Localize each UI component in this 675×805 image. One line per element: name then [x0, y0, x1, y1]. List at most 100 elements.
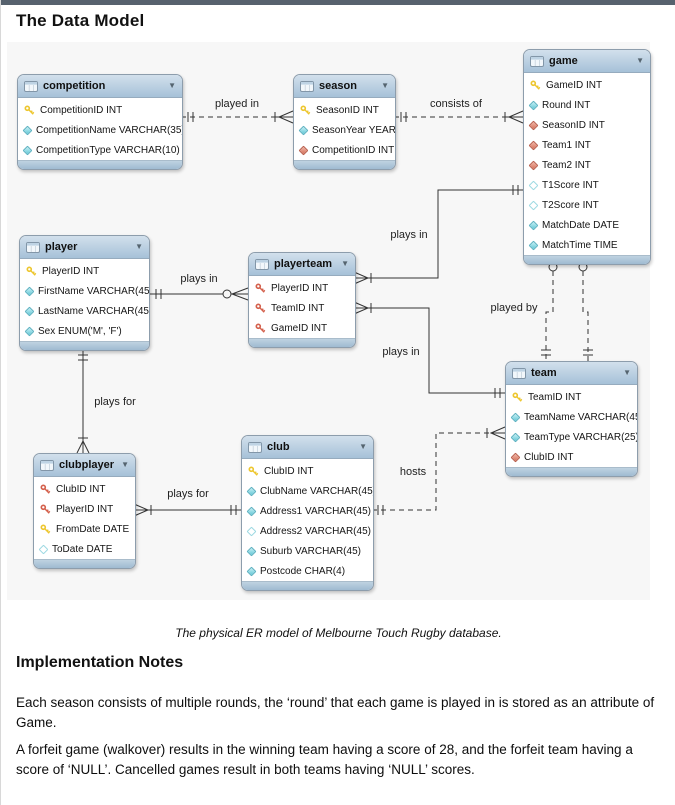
table-footer — [242, 581, 373, 590]
table-name: clubplayer — [59, 459, 115, 471]
field-icon-diamond — [528, 220, 539, 230]
field-text: MatchTime TIME — [542, 239, 618, 251]
field-text: TeamID INT — [271, 302, 325, 314]
table-footer — [294, 160, 395, 169]
relationship-label-plays-in-player-playerteam: plays in — [180, 273, 218, 285]
field-row: CompetitionID INT — [18, 100, 182, 120]
field-icon-diamond-hollow — [528, 180, 539, 190]
table-header: clubplayer ▼ — [34, 454, 135, 477]
field-row: Suburb VARCHAR(45) — [242, 541, 373, 561]
field-icon-diamond — [22, 125, 33, 135]
field-icon-diamond — [24, 326, 35, 336]
field-text: ClubID INT — [56, 483, 106, 495]
field-icon-diamond-fk — [528, 160, 539, 170]
field-text: Round INT — [542, 99, 591, 111]
field-text: CompetitionType VARCHAR(10) — [36, 144, 180, 156]
field-icon-diamond — [298, 125, 309, 135]
relationship-label-hosts: hosts — [399, 466, 427, 478]
table-name: game — [549, 55, 578, 67]
field-icon-key — [40, 503, 51, 514]
figure-caption: The physical ER model of Melbourne Touch… — [175, 626, 502, 640]
collapse-arrow-icon: ▼ — [623, 368, 631, 377]
table-name: player — [45, 241, 78, 253]
field-text: T2Score INT — [542, 199, 599, 211]
field-text: FromDate DATE — [56, 523, 130, 535]
collapse-arrow-icon: ▼ — [121, 460, 129, 469]
field-row: PlayerID INT — [249, 278, 355, 298]
field-icon-key — [255, 282, 266, 293]
field-row: MatchDate DATE — [524, 215, 650, 235]
relationship-lines — [76, 110, 593, 517]
field-text: SeasonID INT — [542, 119, 605, 131]
field-icon-key — [248, 465, 259, 476]
field-icon-key — [300, 104, 311, 115]
relationship-label-consists-of: consists of — [430, 98, 482, 110]
field-text: TeamType VARCHAR(25) — [524, 431, 637, 443]
field-icon-diamond-fk — [510, 452, 521, 462]
field-text: TeamID INT — [528, 391, 582, 403]
relationship-label-played-by: played by — [490, 302, 538, 314]
field-icon-diamond — [528, 240, 539, 250]
field-text: MatchDate DATE — [542, 219, 620, 231]
table-header: player ▼ — [20, 236, 149, 259]
collapse-arrow-icon: ▼ — [636, 56, 644, 65]
field-row: CompetitionName VARCHAR(35) — [18, 120, 182, 140]
field-row: SeasonID INT — [294, 100, 395, 120]
field-row: GameID INT — [249, 318, 355, 338]
field-row: T1Score INT — [524, 175, 650, 195]
field-row: Address2 VARCHAR(45) — [242, 521, 373, 541]
field-icon-diamond — [528, 100, 539, 110]
field-icon-key — [512, 391, 523, 402]
field-icon-key — [530, 79, 541, 90]
field-icon-key — [255, 322, 266, 333]
notes-heading: Implementation Notes — [16, 654, 184, 671]
table-header: game ▼ — [524, 50, 650, 73]
notes-paragraph: A forfeit game (walkover) results in the… — [16, 742, 633, 777]
field-row: ClubName VARCHAR(45) — [242, 481, 373, 501]
table-name: playerteam — [274, 258, 333, 270]
field-row: ClubID INT — [242, 461, 373, 481]
field-text: ClubName VARCHAR(45) — [260, 485, 373, 497]
field-row: LastName VARCHAR(45) — [20, 301, 149, 321]
field-icon-diamond-fk — [528, 120, 539, 130]
field-icon-diamond — [246, 486, 257, 496]
table-icon — [530, 55, 544, 67]
field-icon-key — [24, 104, 35, 115]
field-icon-diamond — [246, 506, 257, 516]
table-icon — [300, 80, 314, 92]
field-row: TeamID INT — [249, 298, 355, 318]
field-icon-diamond-hollow — [246, 526, 257, 536]
table-name: team — [531, 367, 557, 379]
field-row: FirstName VARCHAR(45) — [20, 281, 149, 301]
field-icon-key — [255, 302, 266, 313]
relationship-label-played-in: played in — [214, 98, 260, 110]
field-icon-diamond — [510, 432, 521, 442]
table-icon — [40, 459, 54, 471]
field-row: CompetitionID INT — [294, 140, 395, 160]
field-text: Address2 VARCHAR(45) — [260, 525, 371, 537]
field-text: GameID INT — [271, 322, 328, 334]
table-footer — [524, 255, 650, 264]
field-row: ToDate DATE — [34, 539, 135, 559]
er-table-clubplayer: clubplayer ▼ ClubID INT PlayerID INT FromDat… — [33, 453, 136, 569]
table-name: season — [319, 80, 357, 92]
field-text: Sex ENUM('M', 'F') — [38, 325, 122, 337]
collapse-arrow-icon: ▼ — [135, 242, 143, 251]
field-row: CompetitionType VARCHAR(10) — [18, 140, 182, 160]
field-row: ClubID INT — [34, 479, 135, 499]
relationship-label-plays-for-player-clubplayer: plays for — [94, 396, 136, 408]
collapse-arrow-icon: ▼ — [168, 81, 176, 90]
field-text: LastName VARCHAR(45) — [38, 305, 149, 317]
collapse-arrow-icon: ▼ — [341, 259, 349, 268]
field-text: Suburb VARCHAR(45) — [260, 545, 361, 557]
field-text: ClubID INT — [264, 465, 314, 477]
field-row: Team2 INT — [524, 155, 650, 175]
table-icon — [24, 80, 38, 92]
field-row: PlayerID INT — [20, 261, 149, 281]
field-row: PlayerID INT — [34, 499, 135, 519]
field-icon-diamond — [24, 306, 35, 316]
field-text: Address1 VARCHAR(45) — [260, 505, 371, 517]
relationship-label-plays-in-playerteam-team: plays in — [382, 346, 420, 358]
